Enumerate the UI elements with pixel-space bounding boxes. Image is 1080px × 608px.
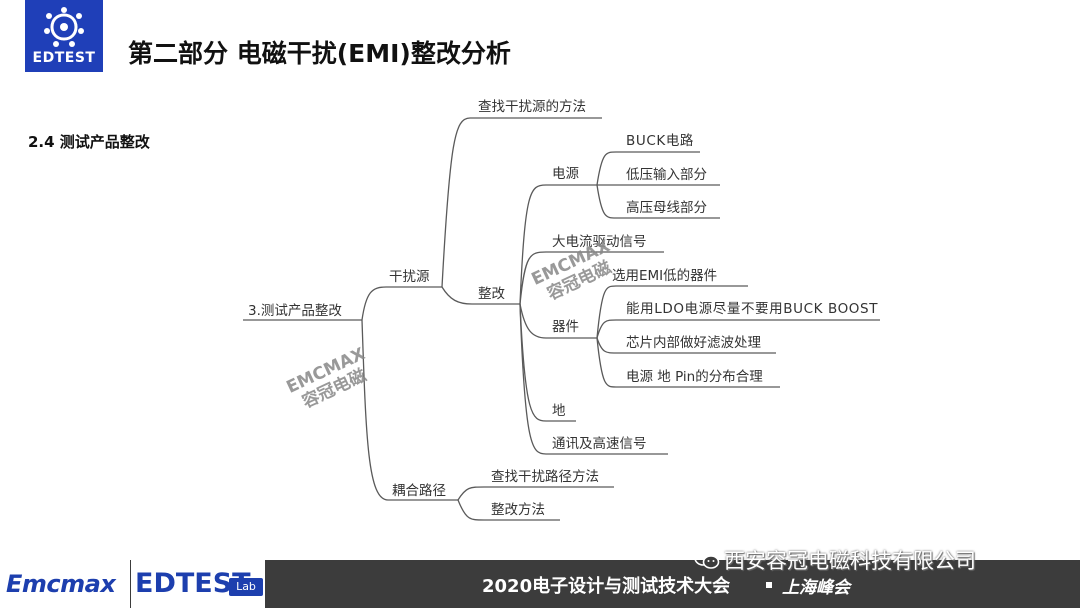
wechat-icon — [694, 550, 720, 569]
event-city: 上海峰会 — [782, 578, 850, 598]
node-find-path-method: 查找干扰路径方法 — [491, 469, 599, 485]
bullet-icon — [766, 582, 772, 588]
node-high-current-drive: 大电流驱动信号 — [552, 234, 647, 250]
section-heading: 2.4 测试产品整改 — [28, 133, 150, 151]
node-low-voltage-input: 低压输入部分 — [626, 167, 707, 183]
node-rectify: 整改 — [478, 286, 505, 302]
node-coupling-path: 耦合路径 — [392, 483, 446, 499]
node-chip-filter: 芯片内部做好滤波处理 — [626, 335, 761, 351]
node-device: 器件 — [552, 319, 579, 335]
edtest-logo: EDTEST — [25, 0, 103, 72]
node-interference-source: 干扰源 — [389, 269, 430, 285]
mindmap-root: 3.测试产品整改 — [248, 303, 342, 319]
company-watermark: 西安容冠电磁科技有限公司 — [694, 545, 976, 575]
node-rectify-method: 整改方法 — [491, 502, 545, 518]
node-find-source-method: 查找干扰源的方法 — [478, 99, 586, 115]
node-pin-layout: 电源 地 Pin的分布合理 — [626, 369, 763, 385]
emcmax-logo: Emcmax — [0, 560, 130, 608]
edtest-lab-logo: EDTEST Lab — [131, 560, 265, 608]
node-ldo-instead-buck: 能用LDO电源尽量不要用BUCK BOOST — [626, 301, 879, 317]
node-high-voltage-bus: 高压母线部分 — [626, 200, 707, 216]
event-title: 2020电子设计与测试技术大会 — [482, 576, 731, 597]
node-power: 电源 — [552, 166, 579, 182]
node-comm-high-speed: 通讯及高速信号 — [552, 436, 647, 452]
node-select-low-emi: 选用EMI低的器件 — [612, 268, 718, 284]
node-ground: 地 — [552, 403, 566, 419]
circuit-logo-icon — [44, 7, 84, 47]
node-buck-circuit: BUCK电路 — [626, 133, 695, 149]
page-title: 第二部分 电磁干扰(EMI)整改分析 — [128, 39, 511, 68]
logo-text: EDTEST — [32, 50, 96, 66]
